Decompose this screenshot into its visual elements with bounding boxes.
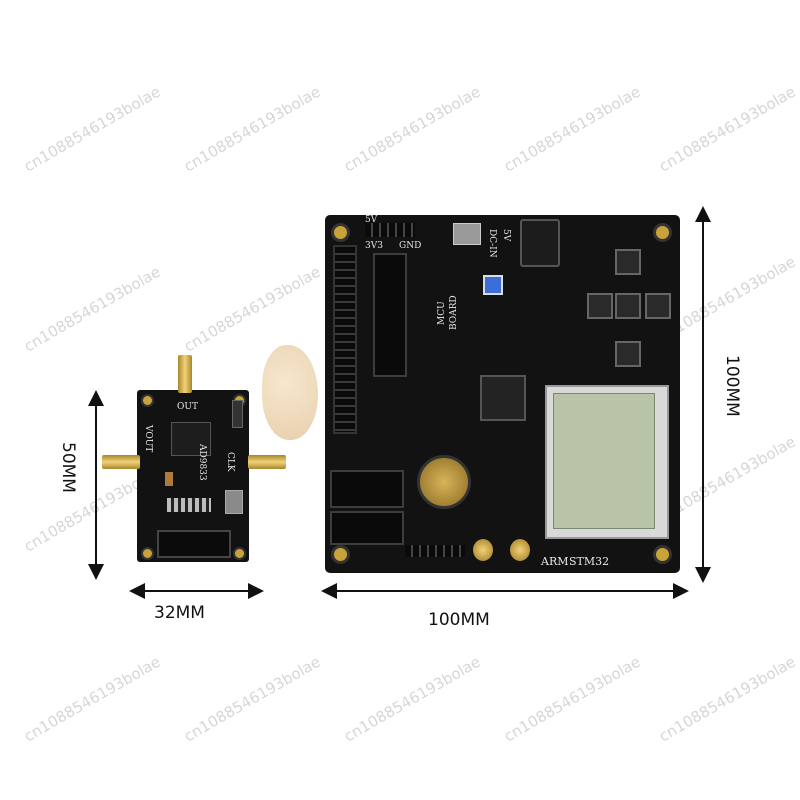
chip <box>171 422 211 456</box>
large-width-label: 100MM <box>428 610 490 630</box>
ad9833-board: AD9833 VOUT OUT CLK <box>137 390 249 562</box>
out-label: OUT <box>177 402 198 412</box>
silk-dcin: DC-IN <box>487 229 497 258</box>
clk-label: CLK <box>225 452 235 472</box>
stm32-board: 5V 3V3 GND DC-IN 5V MCU BOARD ARM STM32 <box>325 215 680 573</box>
pin-header <box>330 511 404 545</box>
button <box>615 293 641 319</box>
chip-label: AD9833 <box>197 444 207 481</box>
pin-header <box>330 470 404 508</box>
mcu-chip <box>480 375 526 421</box>
small-height-label: 50MM <box>58 442 78 493</box>
silk-arm: ARM <box>541 555 569 568</box>
sma-connector <box>510 539 530 561</box>
silk-5v: 5V <box>365 215 378 225</box>
sma-connector <box>473 539 493 561</box>
lcd-frame <box>545 385 669 539</box>
silk-gnd: GND <box>399 241 422 251</box>
button <box>587 293 613 319</box>
mount-hole <box>233 547 246 560</box>
sma-connector <box>178 355 192 393</box>
silk-dc5v: 5V <box>501 229 511 242</box>
cap <box>165 472 173 486</box>
button <box>645 293 671 319</box>
silk-mcu: MCU <box>437 301 447 325</box>
silk-board: BOARD <box>449 295 459 330</box>
mount-hole <box>331 223 350 242</box>
crystal <box>225 490 243 514</box>
mount-hole <box>141 547 154 560</box>
vout-label: VOUT <box>143 425 153 453</box>
resistor-array <box>167 498 211 512</box>
lcd-screen <box>553 393 655 529</box>
mount-hole <box>331 545 350 564</box>
dc-jack <box>520 219 560 267</box>
coin-cell <box>417 455 471 509</box>
mount-hole <box>653 545 672 564</box>
usb-connector <box>453 223 481 245</box>
small-width-label: 32MM <box>154 603 205 623</box>
sma-connector <box>102 455 140 469</box>
pin-header <box>405 545 465 557</box>
reflection-blob <box>262 345 318 440</box>
button <box>615 249 641 275</box>
silk-3v3: 3V3 <box>365 241 383 251</box>
button <box>615 341 641 367</box>
pin-header <box>373 253 407 377</box>
pin-header <box>157 530 231 558</box>
sma-connector <box>248 455 286 469</box>
pin-header <box>333 245 357 434</box>
blue-led <box>483 275 503 295</box>
cap <box>232 400 243 428</box>
pin-header <box>365 223 415 237</box>
large-height-label: 100MM <box>722 355 742 417</box>
mount-hole <box>141 394 154 407</box>
silk-stm32: STM32 <box>569 555 610 568</box>
mount-hole <box>653 223 672 242</box>
